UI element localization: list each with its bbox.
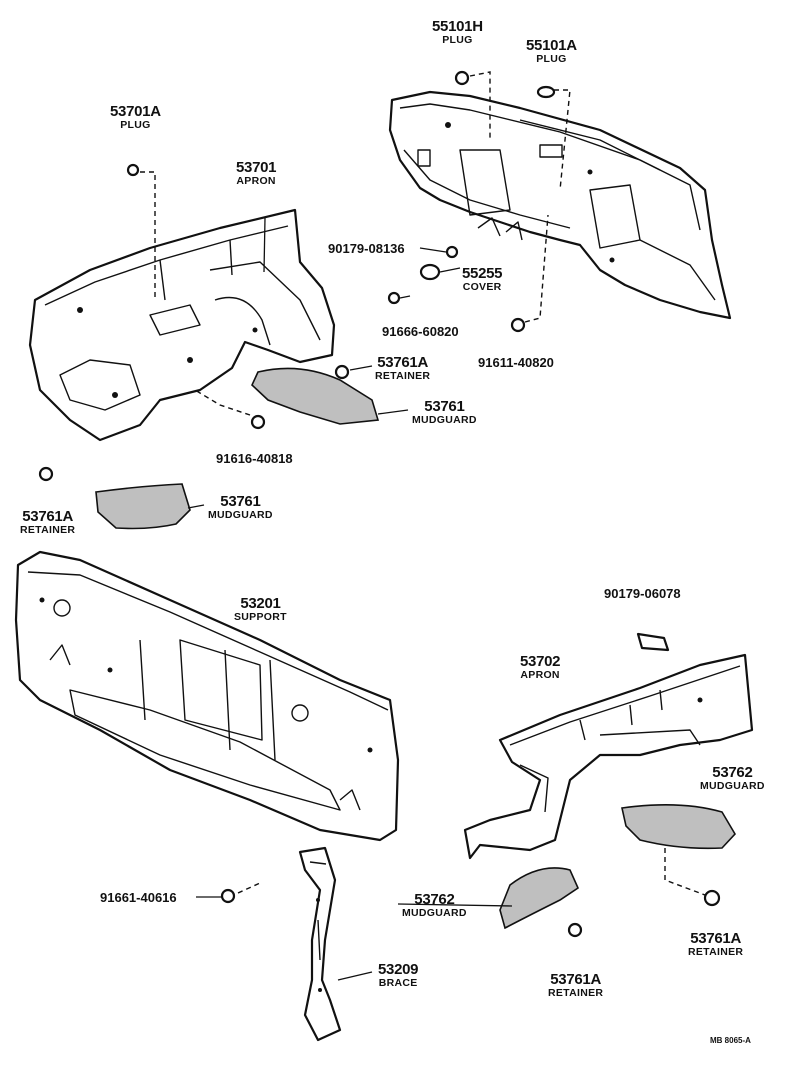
label-53701: 53701 APRON bbox=[236, 159, 277, 187]
label-53761a-left: 53761A RETAINER bbox=[20, 509, 75, 536]
label-53761a-right: 53761A RETAINER bbox=[688, 931, 743, 958]
support-53201-drawing bbox=[14, 550, 400, 842]
figure-id: MB 8065-A bbox=[710, 1036, 751, 1045]
part-name: MUDGUARD bbox=[208, 509, 273, 521]
part-number: 53702 bbox=[520, 653, 561, 670]
part-number: 53761A bbox=[690, 930, 742, 947]
part-number: 53201 bbox=[240, 595, 281, 612]
dash-panel-drawing bbox=[388, 90, 732, 320]
part-name: PLUG bbox=[120, 119, 151, 131]
part-number: 55101A bbox=[526, 37, 577, 54]
fasteners bbox=[38, 70, 721, 938]
part-number: 53761 bbox=[220, 493, 261, 510]
part-name: BRACE bbox=[378, 977, 418, 989]
code-91611-40820: 91611-40820 bbox=[478, 355, 554, 370]
part-name: MUDGUARD bbox=[700, 780, 765, 792]
leader-lines bbox=[187, 217, 513, 981]
part-number: 53761 bbox=[424, 398, 465, 415]
code-91666-60820: 91666-60820 bbox=[382, 324, 459, 339]
part-number: 53762 bbox=[712, 764, 753, 781]
label-53761-left: 53761 MUDGUARD bbox=[208, 494, 273, 521]
code-90179-06078: 90179-06078 bbox=[604, 586, 681, 601]
part-name: PLUG bbox=[536, 53, 567, 65]
part-number: 53209 bbox=[378, 961, 419, 978]
apron-53701-drawing bbox=[28, 208, 336, 442]
label-53762-right: 53762 MUDGUARD bbox=[700, 765, 765, 792]
label-53702: 53702 APRON bbox=[520, 653, 561, 681]
label-53761a-mid: 53761A RETAINER bbox=[548, 972, 603, 999]
relation-lines bbox=[140, 71, 706, 896]
part-name: RETAINER bbox=[688, 946, 744, 958]
code-91661-40616: 91661-40616 bbox=[100, 890, 177, 905]
part-name: PLUG bbox=[442, 34, 473, 46]
brace-53209-drawing bbox=[298, 846, 342, 1042]
label-53201: 53201 SUPPORT bbox=[234, 596, 287, 623]
part-number: 55255 bbox=[462, 265, 503, 282]
part-number: 53701A bbox=[110, 103, 161, 120]
code-91616-40818: 91616-40818 bbox=[216, 451, 293, 466]
mudguard-53761-top-drawing bbox=[251, 367, 380, 425]
part-name: APRON bbox=[236, 175, 276, 187]
label-55255: 55255 COVER bbox=[462, 265, 503, 293]
part-name: COVER bbox=[462, 281, 502, 293]
part-number: 53762 bbox=[414, 891, 455, 908]
bracket-90179-06078-drawing bbox=[636, 632, 670, 652]
label-55101a: 55101A PLUG bbox=[526, 38, 577, 65]
part-number: 55101H bbox=[432, 18, 483, 35]
mudguard-53762-mid-drawing bbox=[499, 867, 580, 930]
label-53761a-top: 53761A RETAINER bbox=[375, 355, 430, 382]
part-name: RETAINER bbox=[548, 987, 604, 999]
part-name: MUDGUARD bbox=[412, 414, 477, 426]
part-name: MUDGUARD bbox=[402, 907, 467, 919]
part-name: APRON bbox=[520, 669, 560, 681]
label-53761-top: 53761 MUDGUARD bbox=[412, 399, 477, 426]
mudguard-53761-left-drawing bbox=[95, 483, 191, 530]
part-number: 53761A bbox=[22, 508, 74, 525]
part-name: SUPPORT bbox=[234, 611, 287, 623]
label-55101h: 55101H PLUG bbox=[432, 19, 483, 46]
part-name: RETAINER bbox=[375, 370, 431, 382]
label-53762-mid: 53762 MUDGUARD bbox=[402, 892, 467, 919]
mudguard-53762-right-drawing bbox=[621, 804, 736, 850]
part-number: 53761A bbox=[377, 354, 429, 371]
apron-53702-drawing bbox=[463, 653, 754, 860]
part-number: 53761A bbox=[550, 971, 602, 988]
label-53701a: 53701A PLUG bbox=[110, 104, 161, 131]
code-90179-08136: 90179-08136 bbox=[328, 241, 405, 256]
part-name: RETAINER bbox=[20, 524, 76, 536]
part-number: 53701 bbox=[236, 159, 277, 176]
label-53209: 53209 BRACE bbox=[378, 961, 419, 989]
